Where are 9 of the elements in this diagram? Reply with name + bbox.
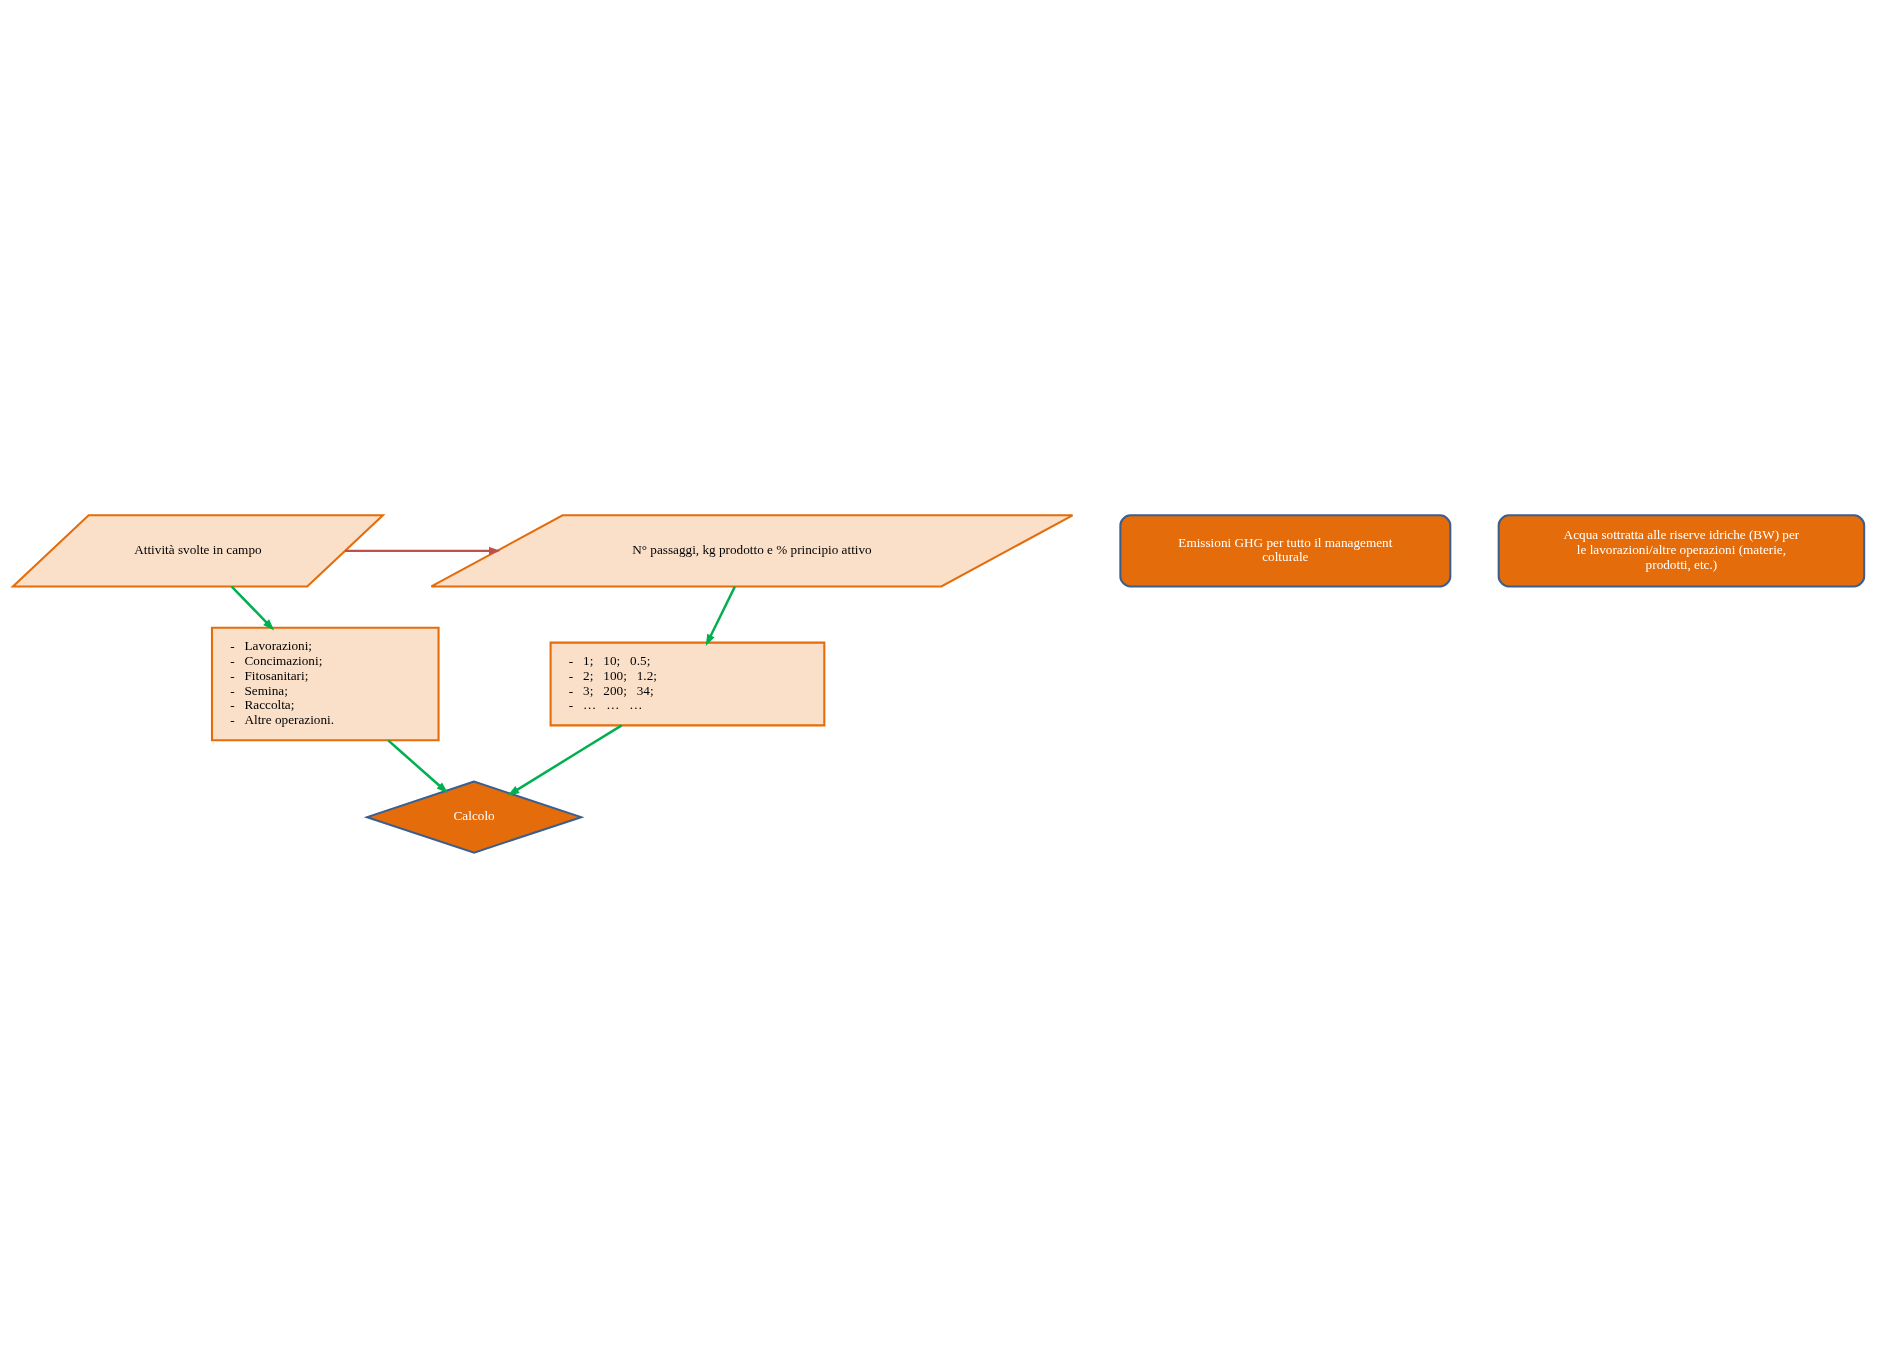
arrow xyxy=(705,586,736,646)
node-box: - Lavorazioni; - Concimazioni; - Fitosanitari; - Semina; - Raccolta; - Altre operazioni. xyxy=(210,626,440,742)
arrow xyxy=(507,724,623,796)
arrow xyxy=(345,546,501,555)
node-box: Acqua sottratta alle riserve idriche (BW) per le lavorazioni/altre operazioni (materie, prodotti, etc.) xyxy=(1497,514,1866,588)
arrow xyxy=(387,739,449,794)
arrow xyxy=(230,585,275,631)
node-box: - 1; 10; 0.5; - 2; 100; 1.2; - 3; 200; 34; - … … … xyxy=(549,641,826,727)
node-box: Emissioni GHG per tutto il management colturale xyxy=(1119,514,1452,588)
